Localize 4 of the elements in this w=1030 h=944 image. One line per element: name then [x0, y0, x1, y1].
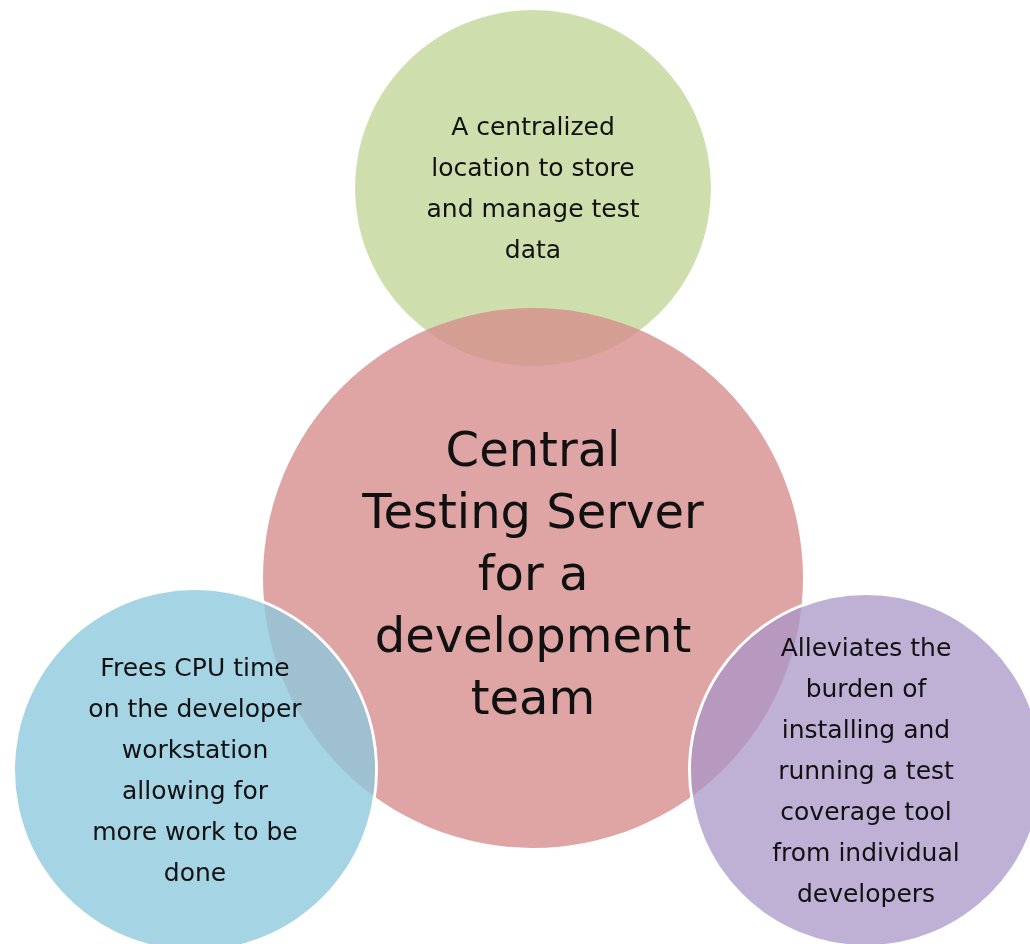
- circle-text: A centralized location to store and manage test data: [425, 111, 641, 266]
- circle-text: Central Testing Server for a development team: [361, 420, 705, 727]
- circle-text: Frees CPU time on the developer workstation allowing for more work to be done: [87, 652, 303, 889]
- circle-text: Alleviates the burden of installing and running a test coverage tool from individual developers: [771, 631, 961, 910]
